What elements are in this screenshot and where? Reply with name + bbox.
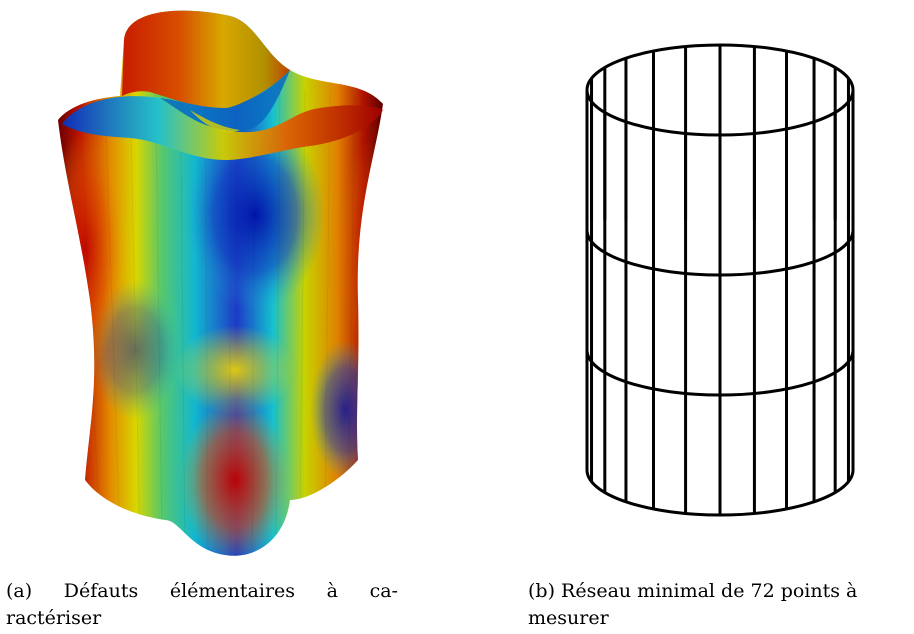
deformed-cylinder-image: [58, 10, 383, 556]
wireframe-cylinder: [585, 43, 855, 517]
caption-a: (a) Défauts élémentaires à ca- ractérise…: [6, 578, 398, 632]
caption-a-word: (a): [6, 580, 33, 602]
caption-a-word: élémentaires: [169, 580, 296, 602]
caption-a-word: Défauts: [63, 580, 139, 602]
caption-b-line1: (b) Réseau minimal de 72 points à: [528, 580, 858, 602]
caption-b: (b) Réseau minimal de 72 points à mesure…: [528, 578, 912, 632]
caption-a-word: à: [326, 580, 338, 602]
caption-b-line2: mesurer: [528, 607, 609, 629]
caption-a-word: ca-: [369, 580, 398, 602]
caption-a-line1: (a) Défauts élémentaires à ca-: [6, 578, 398, 605]
figure-b-wireframe: [560, 30, 880, 530]
figure-a-surface: [40, 0, 440, 560]
caption-a-line2: ractériser: [6, 607, 102, 629]
